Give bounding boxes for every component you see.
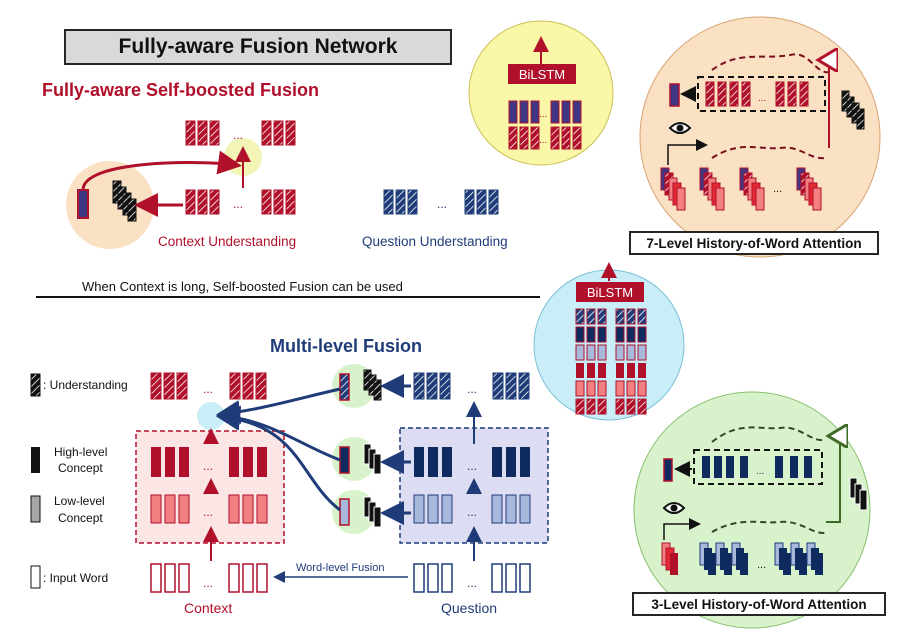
eye-icon [668, 122, 692, 134]
attention-key-arrow [667, 139, 708, 165]
attention-distribution-curve [711, 146, 826, 160]
legend-input-word: : Input Word [43, 571, 108, 585]
self-attention-highlight [66, 161, 154, 249]
context-understanding-row-bottom [185, 189, 296, 215]
bilstm-label: BiLSTM [587, 285, 633, 300]
ellipsis: ... [539, 135, 547, 146]
legend-high-level-swatch [31, 447, 40, 473]
ellipsis: ... [467, 505, 477, 519]
question-high-level-row [414, 447, 530, 477]
attended-understanding-vector [339, 373, 350, 401]
context-understanding-row [150, 372, 267, 400]
ellipsis: ... [203, 576, 213, 590]
word-level-fusion-label: Word-level Fusion [296, 562, 384, 574]
bilstm-block [576, 282, 644, 302]
ellipsis: ... [757, 559, 766, 571]
legend-low-level-2: Concept [58, 511, 103, 525]
self-boosted-note: When Context is long, Self-boosted Fusio… [82, 279, 403, 294]
legend-low-level-swatch [30, 495, 41, 523]
ellipsis: ... [467, 576, 477, 590]
eye-icon [662, 502, 686, 514]
multi-level-input-grid [575, 308, 647, 415]
self-boosted-heading: Fully-aware Self-boosted Fusion [42, 80, 319, 100]
question-label: Question [441, 600, 497, 616]
attention-window-vectors [702, 456, 812, 478]
attention-vector [77, 189, 89, 219]
multi-level-heading: Multi-level Fusion [270, 336, 422, 356]
attention-key-arrow [663, 518, 701, 540]
bilstm-label: BiLSTM [519, 67, 565, 82]
legend-input-word-swatch [30, 565, 41, 589]
question-understanding-row [413, 372, 530, 400]
ellipsis: ... [756, 466, 764, 477]
legend-low-level-1: Low-level [54, 494, 105, 508]
legend-understanding-swatch [30, 373, 41, 397]
fusion-point-highlight [197, 402, 225, 430]
question-understanding-row [383, 189, 499, 215]
history-of-word-stacks [661, 542, 823, 575]
question-low-level-row [413, 494, 531, 524]
question-input-row [413, 563, 531, 593]
fusion-curve-low [216, 406, 341, 512]
three-level-attention-label: 3-Level History-of-Word Attention [632, 592, 886, 616]
attended-high-vector [339, 446, 350, 474]
diagram-title: Fully-aware Fusion Network [64, 29, 452, 65]
attention-window [693, 449, 823, 485]
attention-query-arrow [826, 436, 840, 523]
seven-level-attention-circle [639, 16, 881, 258]
ellipsis: ... [437, 197, 447, 211]
attention-output-vector [663, 458, 673, 482]
fusion-curve-arrow [81, 150, 242, 191]
ellipsis: ... [773, 183, 782, 195]
attention-distribution-curve [711, 426, 826, 443]
bilstm-input-grid [508, 100, 582, 150]
attention-query-arrow [818, 60, 829, 148]
attention-window-vectors [705, 81, 809, 107]
ellipsis: ... [233, 197, 243, 211]
ellipsis: ... [758, 93, 766, 104]
context-low-level-row [150, 494, 268, 524]
context-understanding-label: Context Understanding [158, 234, 296, 249]
attention-output-vector [669, 83, 680, 107]
seven-level-attention-label: 7-Level History-of-Word Attention [629, 231, 879, 255]
attended-low-vector [339, 498, 350, 526]
context-high-level-row [151, 447, 267, 477]
context-label: Context [184, 600, 232, 616]
history-stack-icon [849, 477, 868, 511]
history-stack-icon [841, 90, 865, 130]
legend-high-level-2: Concept [58, 461, 103, 475]
legend-high-level-1: High-level [54, 445, 107, 459]
ellipsis: ... [539, 109, 547, 120]
ellipsis: ... [203, 459, 213, 473]
history-of-word-stacks [660, 167, 822, 211]
ellipsis: ... [203, 382, 213, 396]
attention-distribution-curve [711, 520, 826, 535]
ellipsis: ... [467, 382, 477, 396]
ellipsis: ... [467, 459, 477, 473]
ellipsis: ... [203, 505, 213, 519]
question-understanding-label: Question Understanding [362, 234, 508, 249]
legend-understanding: : Understanding [43, 378, 128, 392]
context-understanding-row-top [185, 120, 296, 146]
ellipsis: ... [233, 128, 243, 142]
bilstm-block [508, 64, 576, 84]
attention-window [697, 76, 826, 112]
context-input-row [150, 563, 268, 593]
